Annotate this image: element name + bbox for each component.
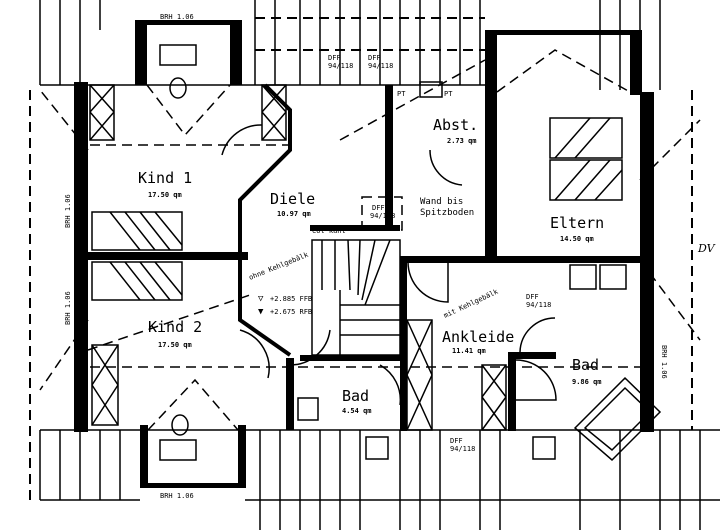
brh-left-2: BRH 1.06 [64, 291, 72, 325]
roof-rafters-top [39, 0, 661, 90]
level-triangle-open-icon: ▽ [258, 294, 264, 304]
room-name-kind1: Kind 1 [138, 169, 192, 187]
roof-rafters-bottom [39, 429, 720, 530]
room-area-kind2: 17.50 qm [158, 341, 192, 349]
bed-eltern [549, 117, 623, 201]
room-area-abst: 2.73 qm [447, 137, 477, 145]
svg-text:DFF: DFF [526, 293, 539, 301]
level-triangle-filled-icon: ▼ [258, 307, 264, 317]
roof-lines [39, 49, 701, 431]
dv-note: DV [697, 242, 716, 255]
bed-kind2 [91, 261, 183, 301]
skylight-dff-5: DFF 94/118 [450, 437, 475, 453]
mit-kehlgebaelk-note: mit Kehlgebälk [442, 287, 500, 320]
brh-top: BRH 1.06 [160, 13, 194, 21]
wand-note-line1: Wand bis [420, 197, 463, 207]
room-area-kind1: 17.50 qm [148, 191, 182, 199]
room-area-bad1: 4.54 qm [342, 407, 372, 415]
svg-text:94/118: 94/118 [450, 445, 475, 453]
skylight-dff-4: DFF 94/118 [526, 293, 551, 309]
svg-text:94/118: 94/118 [370, 212, 395, 220]
room-name-ankleide: Ankleide [442, 328, 514, 346]
level-rfb: +2.675 RFB [270, 308, 312, 316]
room-area-diele: 10.97 qm [277, 210, 311, 218]
svg-text:DFF: DFF [368, 54, 381, 62]
svg-text:DFF: DFF [372, 204, 385, 212]
skylight-dff-2: DFF 94/118 [368, 54, 393, 70]
brh-right: BRH 1.06 [660, 345, 668, 379]
room-area-bad2: 9.86 qm [572, 378, 602, 386]
staircase [311, 239, 401, 356]
pt-label-right: PT [444, 90, 453, 98]
skylight-dff-1: DFF 94/118 [328, 54, 353, 70]
walls [74, 20, 654, 488]
sanitary-fixtures [159, 44, 662, 462]
room-name-diele: Diele [270, 190, 315, 208]
wand-note-line2: Spitzboden [420, 208, 474, 218]
level-ffb: +2.885 FFB [270, 295, 312, 303]
col-kant-note: Col kant [312, 227, 346, 235]
bed-kind1 [91, 211, 183, 251]
svg-text:DFF: DFF [328, 54, 341, 62]
svg-text:DFF: DFF [450, 437, 463, 445]
room-name-bad2: Bad [572, 356, 599, 374]
svg-text:94/118: 94/118 [526, 301, 551, 309]
svg-text:94/118: 94/118 [368, 62, 393, 70]
room-name-bad1: Bad [342, 387, 369, 405]
room-area-eltern: 14.50 qm [560, 235, 594, 243]
ohne-kehlgebaelk-note: ohne Kehlgebälk [248, 250, 310, 281]
svg-text:94/118: 94/118 [328, 62, 353, 70]
room-area-ankleide: 11.41 qm [452, 347, 486, 355]
room-name-eltern: Eltern [550, 214, 604, 232]
pt-label-left: PT [397, 90, 406, 98]
brh-left-1: BRH 1.06 [64, 194, 72, 228]
skylight-dff-3: DFF 94/118 [361, 196, 403, 231]
room-name-abst: Abst. [433, 116, 478, 134]
room-name-kind2: Kind 2 [148, 318, 202, 336]
brh-bottom: BRH 1.06 [160, 492, 194, 500]
